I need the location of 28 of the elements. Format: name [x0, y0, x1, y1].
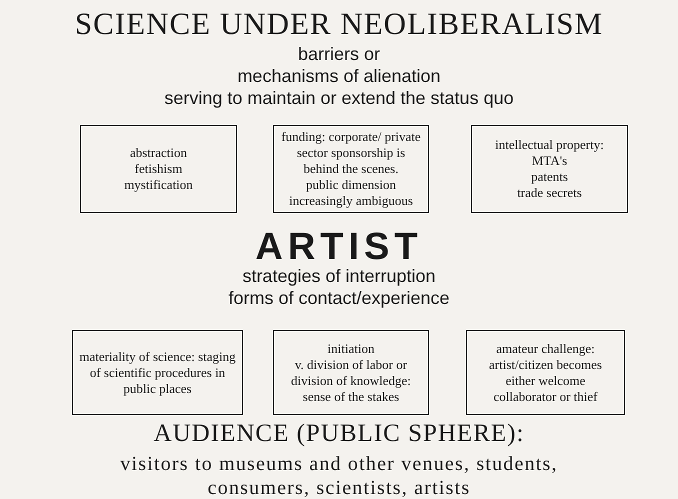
text-box: [80, 125, 237, 213]
heading-text: ARTIST: [254, 226, 424, 269]
subtitle-text: mechanisms of alienation: [236, 66, 442, 87]
box-text: initiation: [328, 340, 374, 356]
subtitle-text: barriers or: [296, 44, 382, 65]
box-text: funding: corporate/ private sector sponsorship is behind the scenes.: [280, 129, 422, 177]
box-text: intellectual property:: [495, 137, 604, 153]
subtitle-text: serving to maintain or extend the status quo: [163, 88, 515, 109]
box-text: trade secrets: [517, 185, 582, 201]
subtitle-text: strategies of interruption: [241, 266, 437, 287]
text-box: [466, 330, 625, 415]
text-box: [72, 330, 243, 415]
description-text: visitors to museums and other venues, students, consumers, scientists, artists: [119, 452, 559, 499]
box-text: public dimension increasingly ambiguous: [288, 177, 414, 209]
box-text: amateur challenge: artist/citizen becomes either welcome collaborator or thief: [488, 340, 603, 404]
box-text: mystification: [124, 177, 193, 193]
subtitle-text: forms of contact/experience: [227, 288, 451, 309]
box-text: materiality of science: staging of scientific procedures in public places: [79, 348, 236, 396]
box-text: patents: [531, 169, 568, 185]
heading-text: AUDIENCE (PUBLIC SPHERE):: [152, 420, 526, 448]
text-box: [273, 125, 429, 213]
text-box: [273, 330, 429, 415]
box-text: fetishism: [134, 161, 182, 177]
diagram-title: SCIENCE UNDER NEOLIBERALISM: [74, 6, 604, 42]
box-text: v. division of labor or division of knowledge: sense of the stakes: [290, 356, 412, 404]
text-box: [471, 125, 628, 213]
box-text: abstraction: [130, 145, 188, 161]
box-text: MTA's: [532, 153, 568, 169]
